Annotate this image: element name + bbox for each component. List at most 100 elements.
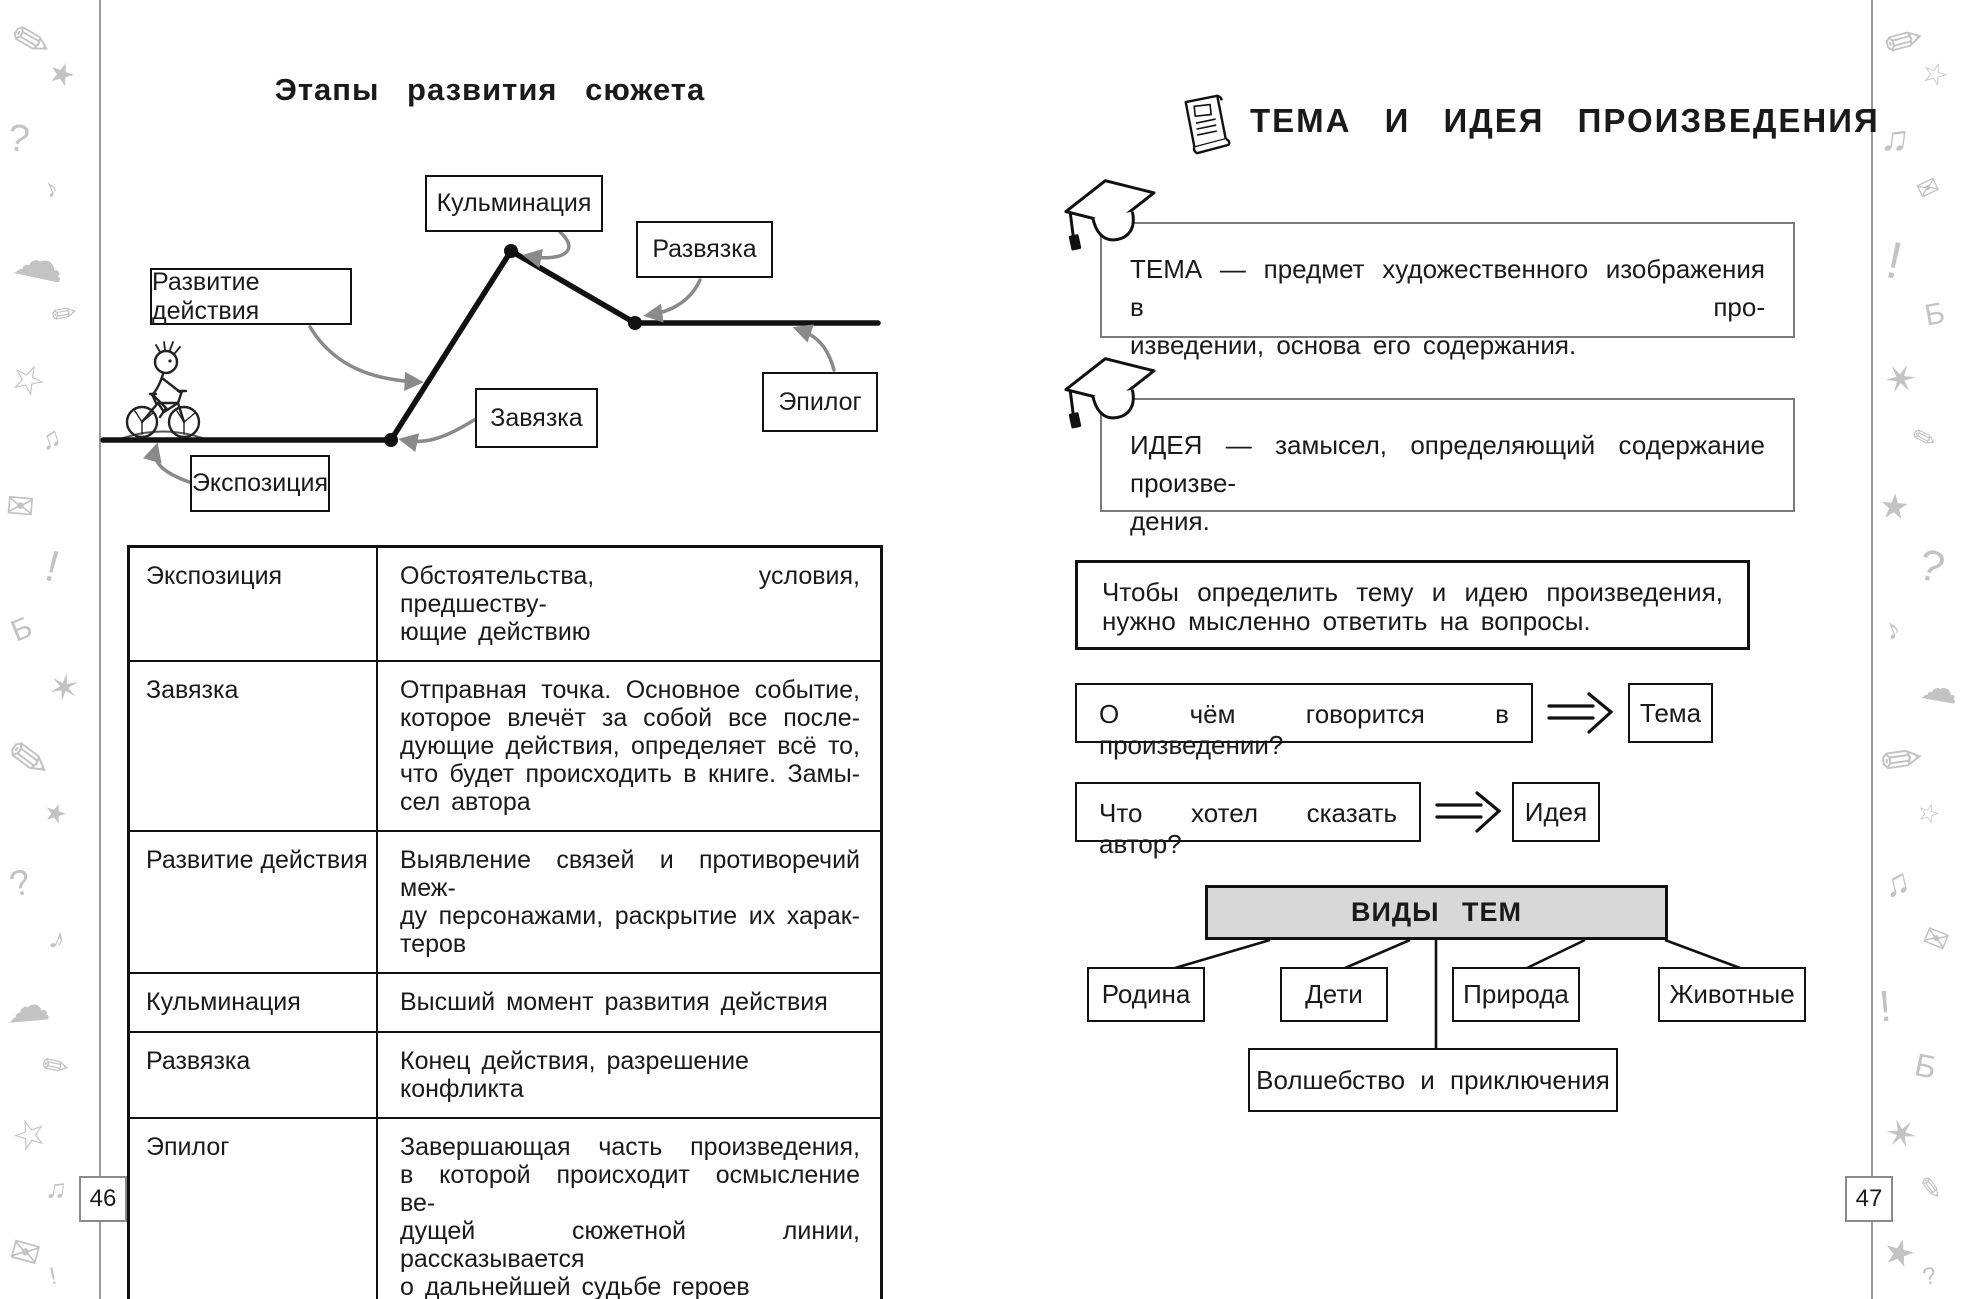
ground-bump — [117, 430, 209, 441]
page-number-46: 46 — [79, 1176, 127, 1222]
razvitie-arrow — [308, 325, 424, 391]
margin-doodle-icon: Б — [1922, 296, 1948, 333]
margin-doodle-icon: ✎ — [1917, 1171, 1945, 1206]
table-row: Завязка Отправная точка. Основное событие… — [130, 660, 880, 830]
margin-doodle-icon: ☁ — [1917, 665, 1963, 713]
margin-doodle-icon: ✶ — [1875, 352, 1925, 408]
question-ideya-box: Что хотел сказать автор? — [1075, 782, 1421, 859]
table-definition-cell: Высший момент развития действия — [378, 974, 880, 1031]
table-row: Развязка Конец действия, разрешение конфл… — [130, 1031, 880, 1117]
ideya-definition-box: ИДЕЯ — замысел, определяющий содержание … — [1100, 398, 1795, 536]
table-term-cell: Экспозиция — [130, 548, 378, 660]
how-to-determine-note: Чтобы определить тему и идею произведени… — [1075, 560, 1750, 650]
text-line: в которой происходит осмысление ве- — [400, 1161, 860, 1217]
left-page: Этапы развития сюжета — [90, 60, 890, 1299]
label-box-epilog: Эпилог — [762, 372, 878, 432]
table-term-cell: Кульминация — [130, 974, 378, 1031]
label-box-kulminaciya: Кульминация — [425, 175, 603, 232]
margin-doodle-icon: ✏ — [1878, 10, 1930, 72]
table-term-cell: Развитие действия — [130, 832, 378, 972]
table-term-cell: Развязка — [130, 1033, 378, 1117]
doodle-margin-left: ✎★?♪☁✏☆♫✉!Б✶✎★?♪☁✏☆♫✉! — [0, 0, 98, 1299]
vidy-tem-header: ВИДЫ ТЕМ — [1205, 885, 1668, 940]
answer-tema-box: Тема — [1628, 683, 1713, 743]
margin-doodle-icon: ✏ — [38, 1045, 73, 1087]
zavyazka-arrow — [398, 418, 476, 453]
razvyazka-point — [628, 316, 642, 330]
margin-doodle-icon: ☁ — [3, 980, 53, 1033]
margin-doodle-icon: ☁ — [8, 227, 72, 295]
right-page-header: ТЕМА И ИДЕЯ ПРОИЗВЕДЕНИЯ — [1180, 88, 1878, 158]
vidy-tem-child-box: Дети — [1280, 967, 1388, 1022]
margin-doodle-icon: Б — [1911, 1046, 1940, 1086]
text-line: Завершающая часть произведения, — [400, 1133, 860, 1161]
table-definition-cell: Обстоятельства, условия, предшеству-ющие… — [378, 548, 880, 660]
tema-definition-box: ТЕМА — предмет художественного изображен… — [1100, 222, 1795, 360]
text-line: Конец действия, разрешение конфликта — [400, 1047, 749, 1103]
plot-diagram: Кульминация Развязка Развитие действия З… — [90, 120, 890, 540]
margin-doodle-icon: ♪ — [1879, 611, 1906, 648]
margin-doodle-icon: ♫ — [1878, 859, 1915, 906]
table-term-cell: Завязка — [130, 662, 378, 830]
margin-doodle-icon: ? — [5, 860, 35, 905]
razvyazka-arrow — [643, 278, 702, 323]
margin-doodle-icon: ! — [47, 1262, 60, 1291]
margin-doodle-icon: Б — [6, 610, 37, 649]
margin-doodle-icon: ✉ — [4, 486, 37, 528]
book-icon — [1184, 94, 1231, 155]
kulminaciya-point — [504, 244, 518, 258]
table-definition-cell: Конец действия, разрешение конфликта — [378, 1033, 880, 1117]
ekspoziciya-arrow — [143, 442, 191, 484]
text-line: о дальнейшей судьбе героев — [400, 1273, 750, 1299]
margin-doodle-icon: ! — [1881, 231, 1908, 291]
margin-doodle-icon: ✏ — [49, 296, 80, 333]
right-page: ТЕМА И ИДЕЯ ПРОИЗВЕДЕНИЯ ТЕМА — предмет … — [1040, 60, 1878, 1180]
double-arrow-icon — [1547, 692, 1614, 734]
margin-doodle-icon: ☆ — [5, 1108, 55, 1162]
plot-stages-title: Этапы развития сюжета — [274, 72, 706, 107]
text-line: ющие действию — [400, 618, 591, 646]
graduation-cap-icon — [1064, 179, 1156, 251]
doodle-margin-right: ✏☆♫✉!Б✶✎★?♪☁✏☆♫✉!Б✶✎★? — [1873, 0, 1972, 1299]
margin-doodle-icon: ✎ — [4, 729, 54, 791]
epilog-arrow — [792, 324, 836, 372]
margin-doodle-icon: ? — [1920, 1261, 1939, 1292]
vidy-tem-child-box: Животные — [1658, 967, 1806, 1022]
text-line: нужно мысленно ответить на вопросы. — [1102, 606, 1591, 636]
text-line: дущей сюжетной линии, рассказывается — [400, 1217, 860, 1273]
margin-doodle-icon: ☆ — [1912, 795, 1945, 831]
label-box-zavyazka: Завязка — [475, 388, 598, 448]
margin-doodle-icon: ✏ — [1877, 729, 1927, 791]
text-line: Отправная точка. Основное событие, — [400, 676, 860, 704]
margin-doodle-icon: ✉ — [1917, 919, 1954, 960]
text-line: Высший момент развития действия — [400, 988, 828, 1016]
text-line: теров — [400, 930, 467, 958]
vidy-tem-child-box: Родина — [1087, 967, 1205, 1022]
vidy-tem-connectors — [1174, 938, 1741, 1050]
margin-doodle-icon: ✎ — [5, 10, 57, 72]
question-tema-box: О чём говорится в произведении? — [1075, 683, 1533, 760]
margin-doodle-icon: ♫ — [35, 420, 66, 457]
margin-doodle-icon: ☆ — [2, 352, 54, 408]
right-page-title: ТЕМА И ИДЕЯ ПРОИЗВЕДЕНИЯ — [1250, 102, 1880, 139]
margin-doodle-icon: ! — [1876, 981, 1894, 1032]
margin-doodle-icon: ✶ — [44, 665, 84, 713]
margin-doodle-icon: ! — [39, 541, 65, 592]
margin-doodle-icon: ✎ — [1908, 420, 1941, 457]
right-page-edge-rule — [1871, 0, 1873, 1299]
text-line: Выявление связей и противоречий меж- — [400, 846, 860, 902]
text-line: Обстоятельства, условия, предшеству- — [400, 562, 860, 618]
margin-doodle-icon: ♫ — [44, 1171, 70, 1206]
text-line: что будет происходить в книге. Замы- — [400, 760, 860, 788]
margin-doodle-icon: ★ — [1878, 1228, 1921, 1277]
double-arrow-icon — [1435, 791, 1502, 833]
table-definition-cell: Выявление связей и противоречий меж-ду п… — [378, 832, 880, 972]
answer-ideya-box: Идея — [1512, 782, 1600, 842]
margin-doodle-icon: ★ — [1877, 486, 1912, 528]
graduation-cap-icon — [1064, 357, 1156, 429]
margin-doodle-icon: ♪ — [38, 171, 63, 205]
